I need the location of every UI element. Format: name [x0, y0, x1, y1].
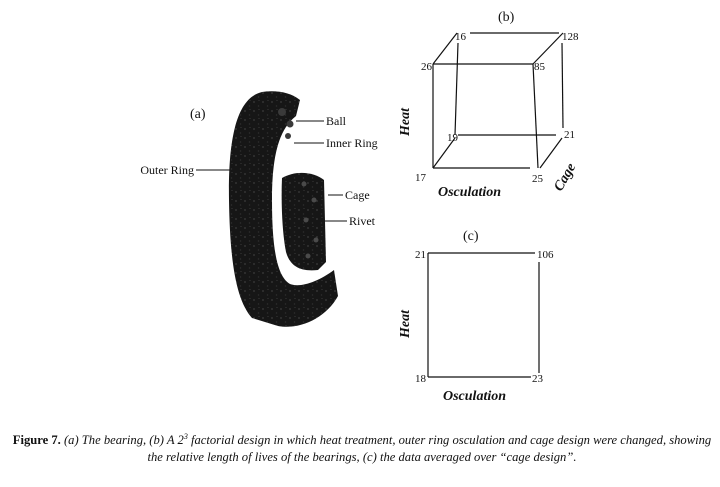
- square-axis-heat: Heat: [398, 309, 413, 339]
- bearing-panel-label: (a): [190, 107, 206, 122]
- square-axis-osculation: Osculation: [443, 389, 506, 404]
- square-value-top-right: 106: [537, 249, 554, 261]
- averaged-square: (c) 21 106 18 23 Heat Osculation: [398, 229, 554, 404]
- outer-ring-label: Outer Ring: [140, 163, 194, 177]
- cube-axis-cage: Cage: [551, 161, 579, 194]
- outer-ring-shape: [228, 91, 338, 327]
- cage-label: Cage: [345, 188, 370, 202]
- caption-label: Figure 7.: [12, 433, 61, 447]
- cage-shape: [281, 172, 326, 271]
- caption-superscript: 3: [183, 431, 188, 441]
- rivet-label: Rivet: [349, 214, 376, 228]
- square-value-top-left: 21: [415, 249, 426, 261]
- square-panel-label: (c): [463, 229, 479, 244]
- factorial-cube: (b) 16 128 26 85 19 21 17 25 Heat Oscula…: [398, 10, 579, 200]
- cube-panel-label: (b): [498, 10, 515, 25]
- figure-caption: Figure 7. (a) The bearing, (b) A 23 fact…: [8, 432, 716, 466]
- cube-value-back-top-left: 16: [455, 31, 467, 43]
- cube-value-back-bottom-right: 21: [564, 129, 575, 141]
- rivet-dots: [301, 181, 319, 259]
- ball-row: [278, 108, 294, 139]
- cube-value-front-bottom-left: 17: [415, 172, 427, 184]
- cube-value-front-top-left: 26: [421, 61, 433, 73]
- bearing-illustration: (a) Ball Inner Ring Outer Ring: [140, 91, 378, 327]
- cube-axis-heat: Heat: [398, 107, 413, 137]
- cube-value-front-bottom-right: 25: [532, 173, 544, 185]
- cube-value-back-bottom-left: 19: [447, 132, 459, 144]
- cube-axis-osculation: Osculation: [438, 185, 501, 200]
- cube-value-back-top-right: 128: [562, 31, 579, 43]
- inner-ring-label: Inner Ring: [326, 136, 378, 150]
- ball-label: Ball: [326, 114, 347, 128]
- square-value-bottom-right: 23: [532, 373, 544, 385]
- square-edges: [427, 252, 540, 378]
- cube-edges: [432, 32, 564, 169]
- bearing-leader-lines: [196, 120, 347, 222]
- caption-text-part-2: factorial design in which heat treatment…: [147, 433, 712, 464]
- cube-value-front-top-right: 85: [534, 61, 546, 73]
- caption-text-part-1: (a) The bearing, (b) A 2: [63, 433, 184, 447]
- square-value-bottom-left: 18: [415, 373, 427, 385]
- caption-text: (a) The bearing, (b) A 23 factorial desi…: [63, 431, 712, 464]
